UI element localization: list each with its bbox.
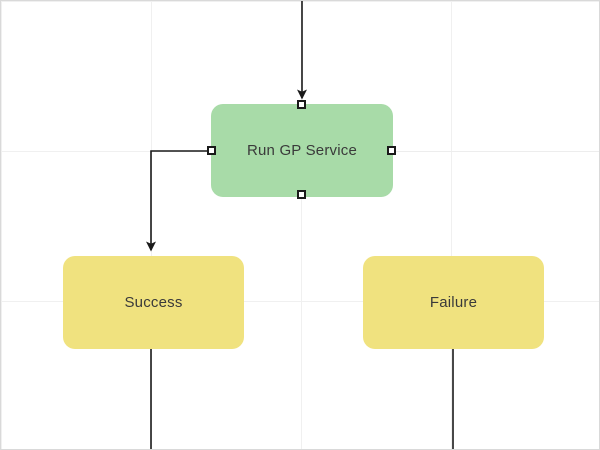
node-failure[interactable]: Failure [363,256,544,349]
port-right-handle[interactable] [387,146,396,155]
edge-gp-to-success[interactable] [146,150,207,252]
node-label-run-gp-service: Run GP Service [246,142,358,159]
node-label-failure: Failure [429,294,478,311]
node-run-gp-service[interactable]: Run GP Service [211,104,393,197]
node-label-success: Success [124,294,183,311]
port-top-handle[interactable] [297,100,306,109]
port-bottom-handle[interactable] [297,190,306,199]
port-left-handle[interactable] [207,146,216,155]
node-success[interactable]: Success [63,256,244,349]
